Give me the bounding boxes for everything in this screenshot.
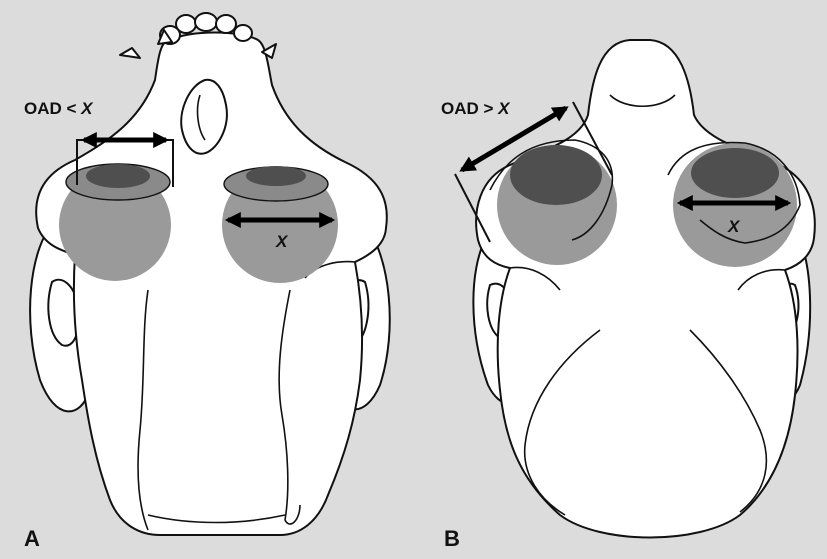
eye-width-label-a: X xyxy=(275,232,289,251)
right-eye-a xyxy=(222,166,338,283)
oad-label-b: OAD > X xyxy=(441,99,511,118)
skull-outline-b xyxy=(476,40,815,538)
panel-letter-b: B xyxy=(444,526,460,551)
left-eye-a xyxy=(59,164,171,281)
eye-width-label-b: X xyxy=(727,217,741,236)
panel-b: OAD > X X B xyxy=(441,40,815,551)
left-eye-b xyxy=(497,145,617,265)
panel-a: OAD < X X A xyxy=(24,13,390,551)
panel-letter-a: A xyxy=(24,526,40,551)
oad-label-a: OAD < X xyxy=(24,99,94,118)
